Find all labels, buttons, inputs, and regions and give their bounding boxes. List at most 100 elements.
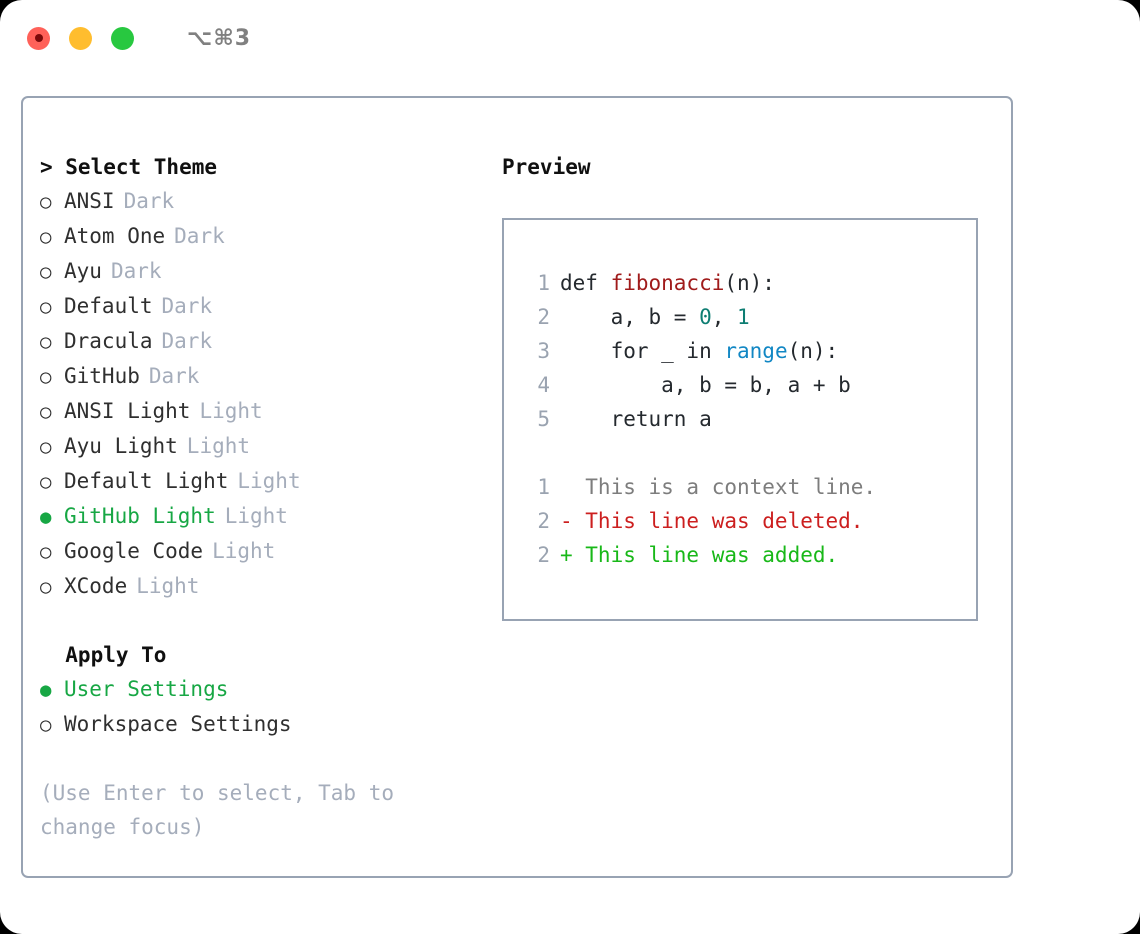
radio-icon: ○ — [40, 296, 52, 318]
keyboard-hint-text: (Use Enter to select, Tab to change focu… — [40, 781, 407, 839]
code-content: a, b = 0, 1 — [560, 305, 750, 329]
theme-variant-tag: Dark — [161, 294, 213, 318]
radio-icon-selected: ● — [40, 506, 52, 528]
preview-box: 1 def fibonacci(n): 2 a, b = 0, 1 3 for … — [502, 218, 978, 621]
token-number: 0 — [699, 305, 712, 329]
theme-name: Default — [64, 294, 153, 318]
diff-line-context: 1 This is a context line. — [504, 470, 976, 504]
radio-icon: ○ — [40, 714, 52, 736]
line-number: 4 — [537, 373, 550, 397]
apply-to-item-workspace-settings[interactable]: ○ Workspace Settings — [40, 707, 470, 742]
code-content: def fibonacci(n): — [560, 271, 775, 295]
theme-list-item[interactable]: ○ Default Dark — [40, 289, 470, 324]
theme-variant-tag: Dark — [110, 259, 162, 283]
line-number: 3 — [537, 339, 550, 363]
radio-icon: ○ — [40, 366, 52, 388]
code-line: 3 for _ in range(n): — [504, 334, 976, 368]
theme-variant-tag: Dark — [148, 364, 200, 388]
minimize-window-button[interactable] — [69, 26, 92, 50]
theme-name: Default Light — [64, 469, 229, 493]
token-number: 1 — [737, 305, 750, 329]
theme-variant-tag: Dark — [123, 189, 175, 213]
apply-to-list: ● User Settings ○ Workspace Settings — [40, 672, 470, 742]
line-number: 2 — [537, 305, 550, 329]
radio-icon: ○ — [40, 436, 52, 458]
radio-icon: ○ — [40, 576, 52, 598]
theme-list-item[interactable]: ○ ANSI Light Light — [40, 394, 470, 429]
token-function: fibonacci — [610, 271, 725, 295]
theme-list-item[interactable]: ○ Atom One Dark — [40, 219, 470, 254]
diff-line-deleted: 2 - This line was deleted. — [504, 504, 976, 538]
theme-list-item[interactable]: ○ XCode Light — [40, 569, 470, 604]
theme-variant-tag: Light — [136, 574, 200, 598]
select-theme-header: > Select Theme — [40, 155, 218, 179]
content-panel: > Select Theme ○ ANSI Dark ○ Atom One Da… — [21, 96, 1013, 878]
diff-content: This is a context line. — [560, 475, 877, 499]
code-content: return a — [560, 407, 712, 431]
radio-icon: ○ — [40, 471, 52, 493]
keyboard-shortcut-label: ⌥⌘3 — [187, 25, 252, 51]
theme-name: Google Code — [64, 539, 204, 563]
token-builtin: range — [724, 339, 788, 363]
theme-list-item-selected[interactable]: ● GitHub Light Light — [40, 499, 470, 534]
close-window-button[interactable] — [27, 26, 50, 50]
theme-name: Dracula — [64, 329, 153, 353]
theme-list-item[interactable]: ○ GitHub Dark — [40, 359, 470, 394]
theme-variant-tag: Light — [212, 539, 276, 563]
theme-list-item[interactable]: ○ Google Code Light — [40, 534, 470, 569]
theme-list-item[interactable]: ○ Ayu Light Light — [40, 429, 470, 464]
theme-list-item[interactable]: ○ Dracula Dark — [40, 324, 470, 359]
code-line: 4 a, b = b, a + b — [504, 368, 976, 402]
apply-to-item-user-settings[interactable]: ● User Settings — [40, 672, 470, 707]
apply-to-label: User Settings — [64, 677, 229, 701]
radio-icon: ○ — [40, 226, 52, 248]
traffic-lights — [27, 26, 134, 50]
theme-variant-tag: Light — [224, 504, 288, 528]
theme-name: Ayu Light — [64, 434, 178, 458]
list-spacer — [40, 604, 470, 638]
code-blank-line — [504, 436, 976, 470]
code-content: a, b = b, a + b — [560, 373, 851, 397]
radio-icon: ○ — [40, 191, 52, 213]
theme-list-item[interactable]: ○ Default Light Light — [40, 464, 470, 499]
apply-to-header: Apply To — [40, 643, 167, 667]
line-number: 2 — [537, 509, 550, 533]
theme-list: ○ ANSI Dark ○ Atom One Dark ○ Ayu Dark ○… — [40, 184, 470, 604]
theme-variant-tag: Light — [199, 399, 263, 423]
code-content: for _ in range(n): — [560, 339, 839, 363]
preview-column: Preview 1 def fibonacci(n): 2 a, b = 0, … — [502, 150, 982, 621]
apply-to-label: Workspace Settings — [64, 712, 292, 736]
theme-list-item[interactable]: ○ ANSI Dark — [40, 184, 470, 219]
theme-variant-tag: Light — [186, 434, 251, 458]
radio-icon: ○ — [40, 541, 52, 563]
theme-name: XCode — [64, 574, 128, 598]
theme-name: GitHub — [64, 364, 140, 388]
theme-list-item[interactable]: ○ Ayu Dark — [40, 254, 470, 289]
theme-variant-tag: Light — [237, 469, 301, 493]
line-number: 5 — [537, 407, 550, 431]
code-line: 5 return a — [504, 402, 976, 436]
close-icon — [34, 34, 43, 42]
diff-content: + This line was added. — [560, 543, 839, 567]
line-number: 2 — [537, 543, 550, 567]
theme-variant-tag: Dark — [161, 329, 213, 353]
theme-name: Ayu — [64, 259, 102, 283]
preview-header: Preview — [502, 155, 591, 179]
theme-name: GitHub Light — [64, 504, 216, 528]
code-line: 2 a, b = 0, 1 — [504, 300, 976, 334]
line-number: 1 — [537, 271, 550, 295]
theme-variant-tag: Dark — [174, 224, 225, 248]
diff-content: - This line was deleted. — [560, 509, 864, 533]
theme-name: ANSI Light — [64, 399, 191, 423]
radio-icon: ○ — [40, 331, 52, 353]
title-bar: ⌥⌘3 — [0, 0, 1140, 76]
maximize-window-button[interactable] — [111, 26, 134, 50]
theme-name: ANSI — [64, 189, 115, 213]
theme-selection-column: > Select Theme ○ ANSI Dark ○ Atom One Da… — [40, 150, 470, 844]
radio-icon: ○ — [40, 401, 52, 423]
theme-name: Atom One — [64, 224, 166, 248]
radio-icon-selected: ● — [40, 679, 52, 701]
line-number: 1 — [537, 475, 550, 499]
code-line: 1 def fibonacci(n): — [504, 266, 976, 300]
